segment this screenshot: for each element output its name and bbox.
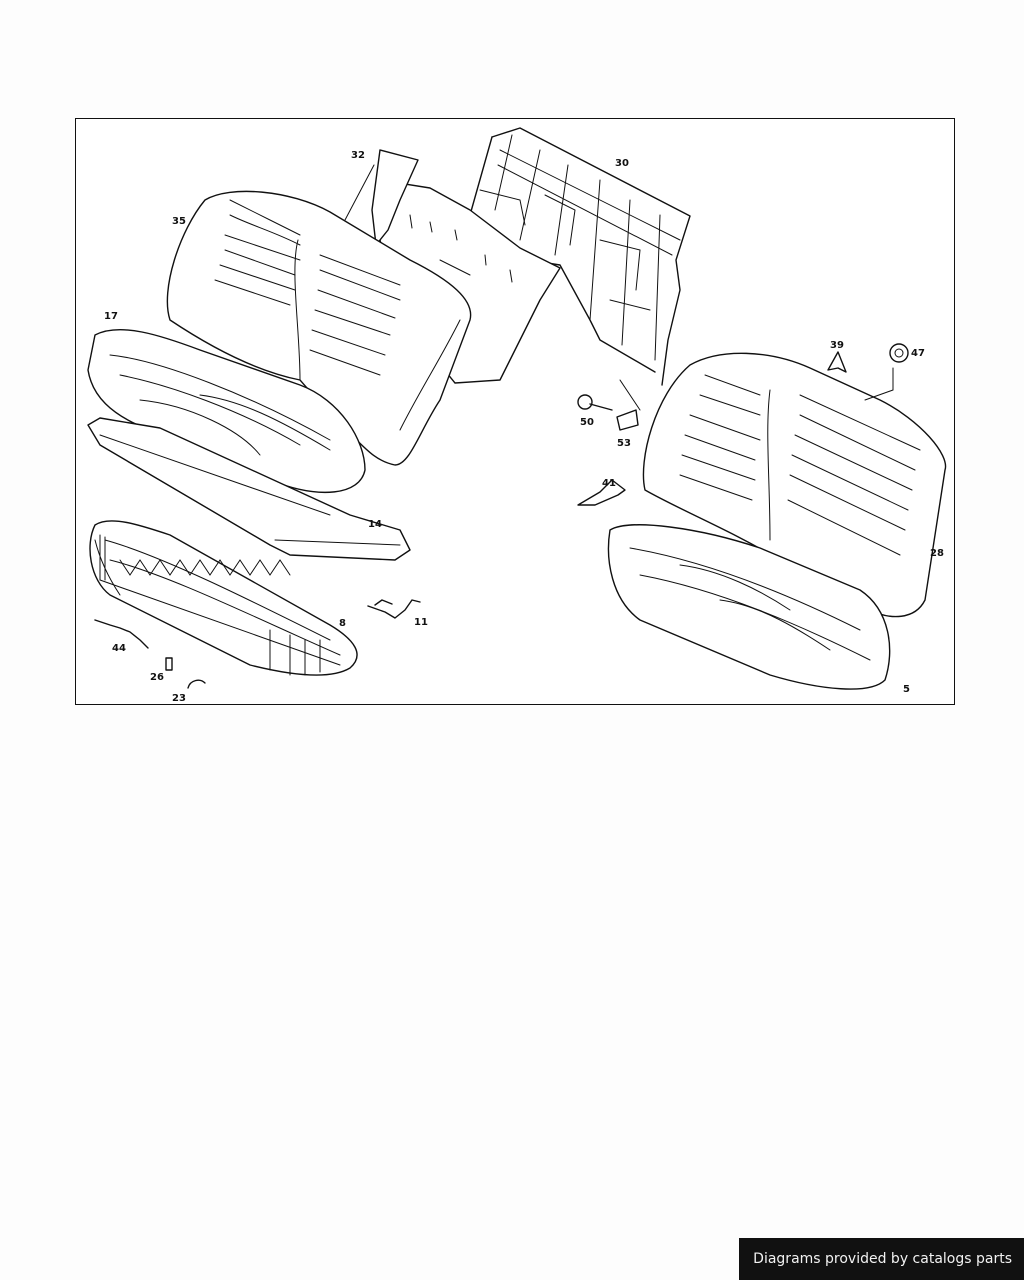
part-44-spring-clip — [94, 619, 149, 649]
hardware-items — [94, 343, 909, 689]
callout-28: 28 — [930, 548, 944, 559]
callout-11: 11 — [414, 617, 428, 628]
callout-30: 30 — [615, 158, 629, 169]
part-5-right-seat-cushion — [607, 524, 891, 690]
callout-35: 35 — [172, 216, 186, 227]
part-14-seat-pan — [87, 417, 411, 561]
part-50-bolt-head — [577, 394, 593, 410]
callout-labels: 32 30 35 17 39 47 50 53 41 14 28 8 11 44… — [104, 150, 944, 704]
part-28-right-backrest — [642, 352, 947, 618]
part-39-clip — [827, 351, 847, 373]
callout-5: 5 — [903, 684, 910, 695]
part-41-clip — [577, 479, 626, 506]
part-26-clip — [165, 657, 173, 671]
part-35-left-backrest — [166, 190, 472, 466]
part-53-clip — [616, 409, 639, 431]
part-50-bolt-shank — [589, 403, 613, 411]
leader-lines — [344, 164, 894, 411]
callout-47: 47 — [911, 348, 925, 359]
callout-8: 8 — [339, 618, 346, 629]
callout-14: 14 — [368, 519, 382, 530]
callout-53: 53 — [617, 438, 631, 449]
part-8-spring-frame — [89, 520, 358, 676]
callout-17: 17 — [104, 311, 118, 322]
callout-32: 32 — [351, 150, 365, 161]
callout-23: 23 — [172, 693, 186, 704]
part-11-bracket — [367, 599, 421, 619]
part-23-hook — [187, 679, 206, 689]
callout-41: 41 — [602, 478, 616, 489]
part-17-left-seat-cushion — [87, 328, 366, 493]
callout-50: 50 — [580, 417, 594, 428]
credit-badge: Diagrams provided by catalogs parts — [739, 1238, 1024, 1280]
callout-44: 44 — [112, 643, 126, 654]
part-47-grommet — [889, 343, 909, 363]
callout-39: 39 — [830, 340, 844, 351]
callout-26: 26 — [150, 672, 164, 683]
